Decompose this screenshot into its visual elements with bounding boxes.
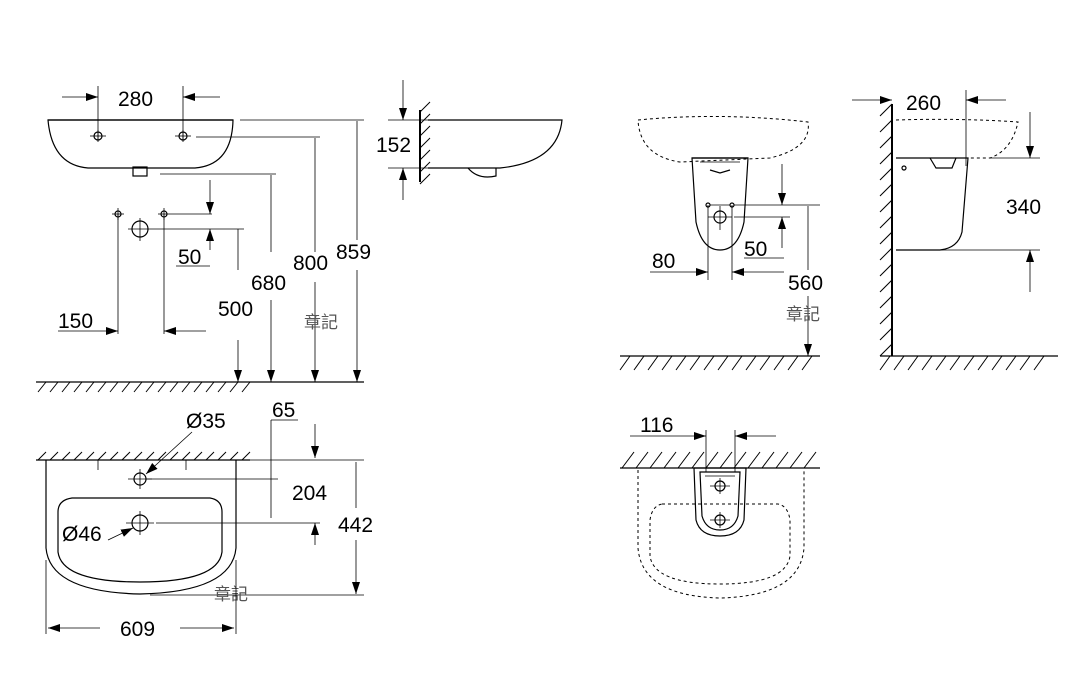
- pedestal-plan-outline: [693, 467, 747, 537]
- watermark-1: 章記: [304, 313, 338, 332]
- wall-hatch-plan: [37, 451, 251, 461]
- dim-260: 260: [906, 92, 941, 115]
- floor-hatch-3: [879, 355, 1045, 371]
- waste-outlet: [132, 166, 148, 177]
- basin-side-outline: [428, 119, 563, 169]
- dim-50-pedestal: 50: [744, 238, 767, 261]
- watermark-2: 章記: [214, 585, 248, 604]
- pedestal-side-view: 260 340: [852, 90, 1058, 371]
- pedestal-side-outline: [896, 157, 969, 251]
- pedestal-front-outline: [691, 157, 749, 251]
- dim-680: 680: [251, 272, 286, 295]
- wall-hatch-pedestal-plan: [621, 451, 817, 469]
- dim-diameter-35: Ø35: [186, 410, 226, 433]
- dim-560: 560: [788, 272, 823, 295]
- dim-609: 609: [120, 618, 155, 641]
- dim-800: 800: [293, 252, 328, 275]
- basin-front-outline: [47, 119, 234, 169]
- basin-outline-dashed: [637, 115, 809, 163]
- dim-65: 65: [272, 399, 295, 422]
- fixing-hole-marks: [112, 208, 170, 241]
- pedestal-front-view: 80 50 560 章記: [619, 115, 823, 371]
- dim-859: 859: [336, 241, 371, 264]
- dim-442: 442: [338, 514, 373, 537]
- basin-plan-outline: [45, 460, 237, 595]
- side-elevation-view: 152: [376, 80, 563, 200]
- watermark-3: 章記: [786, 305, 820, 324]
- basin-plan-dashed: [637, 470, 805, 599]
- floor-hatch-1: [37, 381, 251, 393]
- plan-view: Ø35 Ø46 65 204 442 章記 609: [36, 399, 373, 641]
- dim-116: 116: [640, 414, 673, 437]
- dim-280: 280: [118, 88, 153, 111]
- dim-150: 150: [58, 310, 93, 333]
- basin-side-dashed: [895, 118, 1019, 159]
- dim-500: 500: [218, 298, 253, 321]
- dim-50-front: 50: [178, 246, 201, 269]
- dim-340: 340: [1006, 196, 1041, 219]
- tap-hole-marks: [90, 130, 191, 142]
- wall-hatch-pedestal-side: [879, 103, 893, 357]
- bowl-plan-outline: [57, 497, 223, 583]
- floor-hatch-2: [619, 355, 813, 371]
- front-elevation-view: 280 50 150 500 680 800: [36, 86, 371, 393]
- dim-204: 204: [292, 482, 327, 505]
- pedestal-plan-view: 116: [620, 414, 820, 599]
- dim-152: 152: [376, 134, 411, 157]
- dim-diameter-46: Ø46: [62, 523, 102, 546]
- dim-80: 80: [652, 250, 675, 273]
- wall-hatch-side: [419, 101, 431, 185]
